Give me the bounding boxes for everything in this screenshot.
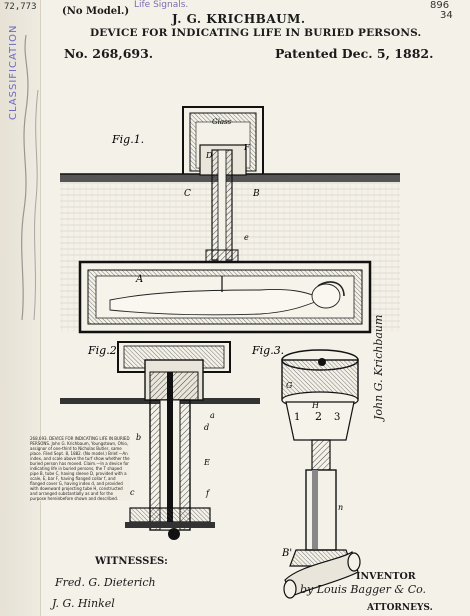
corner-number-right-top: 896 [430, 0, 450, 11]
fig3-device [281, 349, 361, 599]
letter-A: A [135, 274, 143, 285]
category-stamp: Life Signals. [134, 0, 189, 10]
letter-G: G [286, 381, 293, 390]
letter-f: f [205, 489, 211, 498]
letter-B: B [252, 189, 260, 199]
fig3-label: Fig.3. [251, 344, 284, 357]
fig1-label: Fig.1. [111, 133, 144, 146]
dial-number-1: 1 [294, 412, 300, 423]
letter-E: E [203, 458, 210, 467]
letter-c: c [130, 488, 135, 497]
attorney-signature: by Louis Bagger & Co. [300, 583, 427, 596]
letter-e: e [244, 233, 249, 242]
patent-title: DEVICE FOR INDICATING LIFE IN BURIED PER… [90, 27, 422, 39]
model-label: (No Model.) [62, 6, 130, 17]
patent-number: No. 268,693. [64, 46, 154, 61]
attorneys-label: ATTORNEYS. [367, 603, 433, 613]
letter-B-fig3: B' [281, 548, 292, 559]
corner-number-right-bottom: 34 [440, 10, 453, 21]
margin-handwriting [21, 34, 39, 321]
inventor-label: INVENTOR [356, 571, 416, 582]
corner-number-left: 72,773 [4, 2, 37, 12]
witness-signature-1: Fred. G. Dieterich [55, 576, 156, 589]
dial-number-3: 3 [334, 412, 340, 423]
letter-d: d [204, 423, 209, 432]
letter-H: H [311, 401, 320, 410]
dial-number-2: 2 [315, 410, 322, 423]
letter-b: b [136, 433, 141, 442]
witnesses-label: WITNESSES: [95, 556, 168, 567]
fig1-coffin [78, 260, 372, 334]
letter-F: F [243, 143, 250, 152]
glass-label: Glass [212, 118, 232, 126]
inventor-signature: John G. Krichbaum [372, 314, 385, 420]
inventor-name: J. G. KRICHBAUM. [172, 12, 306, 26]
abstract-clipping: 268,693. DEVICE FOR INDICATING LIFE IN B… [30, 436, 130, 501]
letter-a: a [210, 411, 215, 420]
sheet-left-margin [0, 0, 41, 616]
fig2-label: Fig.2. [87, 344, 120, 357]
fig2-section [60, 341, 260, 540]
patent-date: Patented Dec. 5, 1882. [275, 46, 434, 61]
letter-D: D [205, 151, 213, 160]
letter-C: C [184, 189, 191, 199]
fig1-tube [199, 144, 247, 289]
letter-n: n [338, 503, 343, 512]
witness-signature-2: J. G. Hinkel [52, 597, 115, 610]
